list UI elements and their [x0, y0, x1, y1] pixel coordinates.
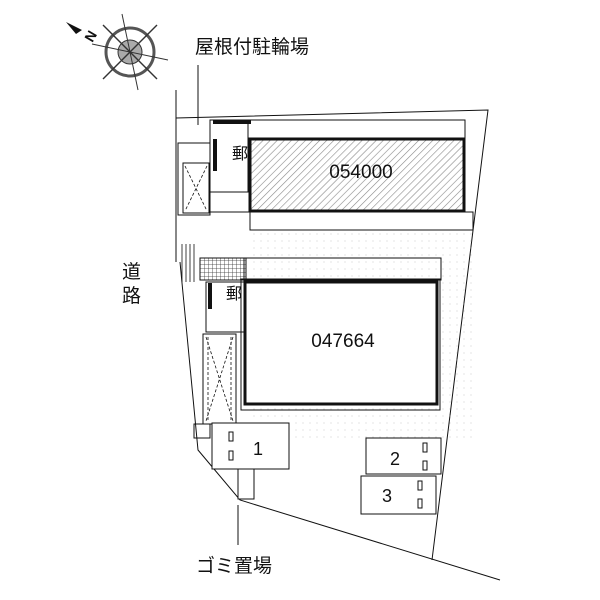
lower-stair-x [205, 336, 234, 422]
upper-stair-x [184, 165, 208, 212]
building-047664 [243, 280, 439, 406]
upper-entrance-bar [213, 120, 251, 124]
bicycle-parking-grid [199, 257, 247, 281]
compass-rose-icon [66, 13, 169, 91]
parking-space-3 [360, 475, 437, 515]
mailbox-icon: 郵 [232, 144, 248, 163]
building-047664-label: 047664 [311, 331, 375, 352]
parking-1-wheel-stop-a [228, 431, 234, 442]
parking-space-1 [211, 422, 290, 470]
upper-entrance-post [213, 139, 217, 171]
covered-bicycle-parking-label: 屋根付駐輪場 [195, 36, 309, 58]
building-047664-outer [240, 278, 441, 411]
left-stair-box-upper [182, 162, 210, 214]
parking-3-wheel-stop-a [417, 480, 423, 491]
road-label-char-2: 路 [122, 285, 141, 307]
road-edge-hatch [181, 244, 195, 282]
parking-space-2 [365, 437, 442, 475]
building-054000-label: 054000 [329, 162, 392, 183]
road-label-char-1: 道 [122, 261, 141, 283]
mailbox-icon-lower: 郵 [226, 284, 242, 303]
parking-1-wheel-stop-b [228, 450, 234, 461]
lower-entrance-post [208, 283, 212, 309]
parking-space-2-label: 2 [390, 449, 400, 469]
parking-2-wheel-stop-a [422, 442, 428, 453]
parking-2-wheel-stop-b [422, 460, 428, 471]
garbage-area-label: ゴミ置場 [196, 555, 272, 577]
garbage-station-box [193, 423, 211, 439]
parking-3-wheel-stop-b [417, 498, 423, 509]
building-054000 [248, 137, 466, 213]
parking-space-1-label: 1 [253, 439, 263, 459]
parking-space-3-label: 3 [382, 486, 392, 506]
lower-annex-outline [243, 257, 442, 281]
garbage-area [237, 468, 255, 500]
north-indicator: N [81, 28, 100, 45]
